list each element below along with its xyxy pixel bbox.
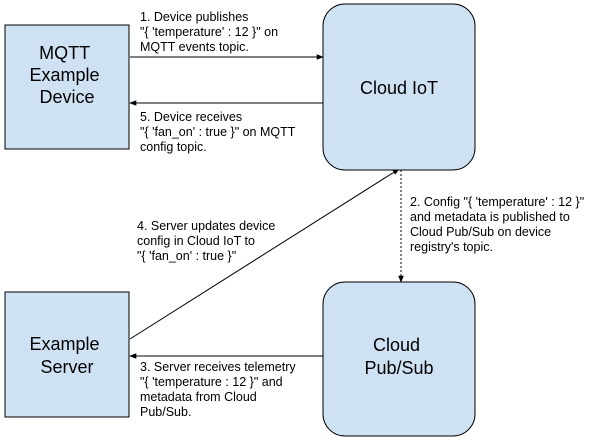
node-mqtt-device: MQTT Example Device [4, 24, 130, 150]
svg-text:MQTT Example Devic: MQTT Example Device [29, 43, 104, 107]
edge-label-step3-line-3: metadata from Cloud [140, 390, 257, 404]
edge-label-step3-line-4: Pub/Sub. [140, 405, 191, 419]
edge-label-step5: 5. Device receives "{ 'fan_on' : true }"… [140, 110, 299, 154]
edge-label-step5-line-3: config topic. [140, 140, 207, 154]
edge-label-step2-line-4: registry's topic. [410, 240, 493, 254]
node-example-server: Example Server [4, 291, 130, 418]
edge-label-step1-line-2: "{ 'temperature' : 12 }" on [140, 25, 278, 39]
edge-label-step1-line-1: 1. Device publishes [140, 10, 248, 24]
edge-server-to-cloud-iot [129, 168, 400, 340]
node-mqtt-device-line-2: Example [29, 65, 99, 85]
svg-text:Cloud Pub/Sub: Cloud Pub/Sub [364, 335, 433, 378]
edge-label-step5-line-1: 5. Device receives [140, 110, 242, 124]
edge-label-step2-line-2: and metadata is published to [410, 210, 570, 224]
edge-label-step1-line-3: MQTT events topic. [140, 40, 249, 54]
node-mqtt-device-line-3: Device [39, 87, 94, 107]
node-mqtt-device-line-1: MQTT [39, 43, 90, 63]
node-example-server-box [4, 291, 130, 418]
edge-label-step4: 4. Server updates device config in Cloud… [137, 219, 279, 263]
edge-label-step4-line-2: config in Cloud IoT to [137, 234, 255, 248]
edge-label-step4-line-3: "{ 'fan_on' : true }" [137, 249, 236, 263]
edge-label-step3-line-2: "{ 'temperature : 12 }" and [140, 375, 283, 389]
node-example-server-line-1: Example [29, 334, 99, 354]
node-cloud-pubsub: Cloud Pub/Sub [322, 281, 476, 437]
node-example-server-line-2: Server [40, 357, 93, 377]
node-cloud-pubsub-line-1: Cloud [373, 335, 420, 355]
edge-label-step1: 1. Device publishes "{ 'temperature' : 1… [140, 10, 282, 54]
edge-label-step2-line-1: 2. Config "{ 'temperature' : 12 }" [410, 195, 584, 209]
node-mqtt-device-box [4, 24, 130, 150]
node-cloud-iot-box [322, 3, 476, 171]
svg-text:Cloud IoT: Cloud IoT [360, 78, 438, 98]
edge-label-step2: 2. Config "{ 'temperature' : 12 }" and m… [410, 195, 588, 254]
node-cloud-iot: Cloud IoT [322, 3, 476, 171]
edge-label-step5-line-2: "{ 'fan_on' : true }" on MQTT [140, 125, 296, 139]
svg-text:Example Server: Example Server [29, 334, 104, 377]
node-cloud-pubsub-box [322, 281, 476, 437]
node-cloud-pubsub-line-2: Pub/Sub [364, 358, 433, 378]
edge-label-step3: 3. Server receives telemetry "{ 'tempera… [140, 360, 299, 419]
node-cloud-iot-line-1: Cloud IoT [360, 78, 438, 98]
edge-label-step4-line-1: 4. Server updates device [137, 219, 275, 233]
edge-label-step2-line-3: Cloud Pub/Sub on device [410, 225, 551, 239]
edge-label-step3-line-1: 3. Server receives telemetry [140, 360, 296, 374]
